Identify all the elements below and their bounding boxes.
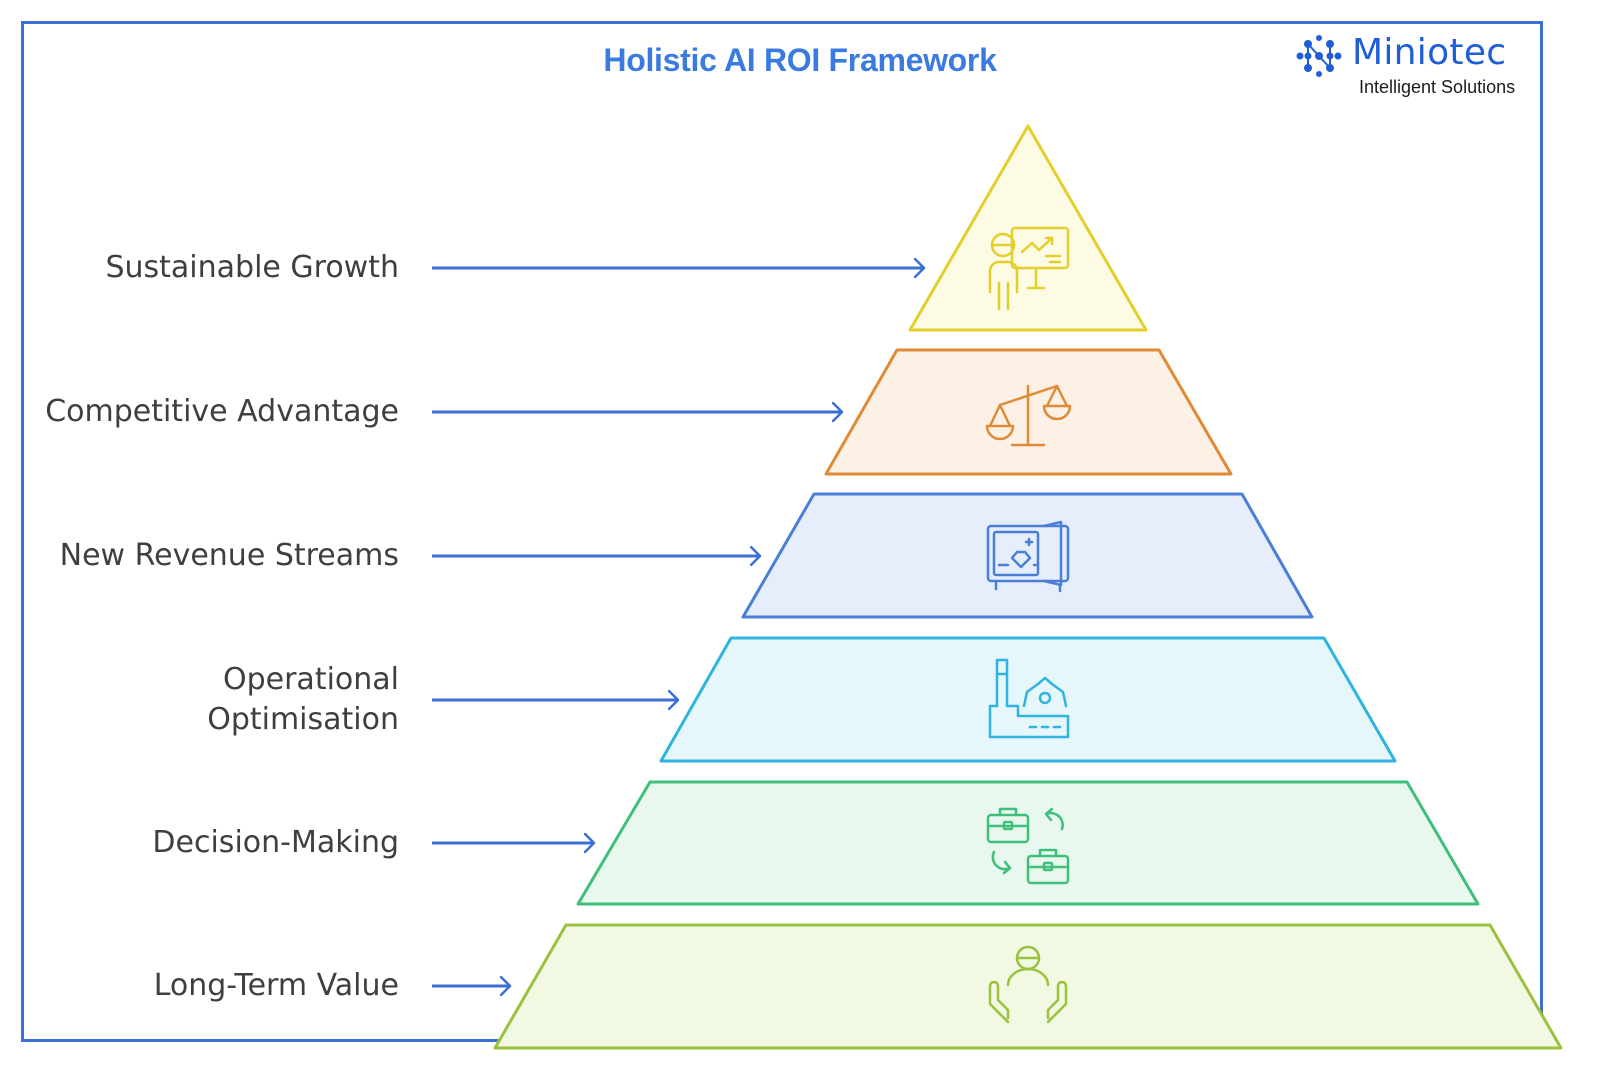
level-label-new-revenue-streams: New Revenue Streams: [59, 538, 399, 573]
presenter-chart-icon: [988, 226, 1070, 311]
pyramid-tier-5: [576, 780, 1480, 906]
level-label-long-term-value: Long-Term Value: [153, 968, 399, 1003]
level-label-competitive-advantage: Competitive Advantage: [45, 394, 399, 429]
pyramid-tier-4: [659, 636, 1397, 763]
brand-logo: Miniotec Intelligent Solutions: [1296, 30, 1536, 100]
briefcase-exchange-icon: [986, 807, 1070, 885]
level-label-operational-optimisation: Operational Optimisation: [207, 662, 399, 737]
level-label-decision-making: Decision-Making: [152, 825, 399, 860]
pyramid-tier-6: [493, 923, 1563, 1050]
level-label-sustainable-growth: Sustainable Growth: [105, 250, 399, 285]
brand-tagline: Intelligent Solutions: [1359, 77, 1516, 97]
balance-scale-icon: [985, 384, 1072, 447]
factory-gear-icon: [988, 658, 1070, 739]
miniotec-logo-icon: [1296, 35, 1342, 77]
vault-gem-icon: [986, 520, 1070, 593]
hands-person-icon: [988, 945, 1068, 1024]
diagram-title: Holistic AI ROI Framework: [603, 42, 997, 78]
brand-name: Miniotec: [1352, 32, 1507, 73]
